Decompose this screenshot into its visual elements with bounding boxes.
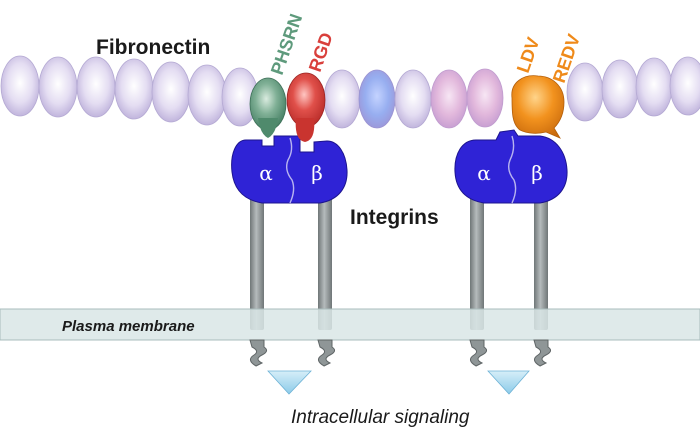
signal-arrow-left <box>267 370 312 395</box>
alpha-label-left: α <box>259 161 273 185</box>
fibronectin-bead-blue <box>358 69 396 129</box>
alpha-stalk-right <box>470 190 484 330</box>
signal-arrow-right <box>487 370 530 395</box>
phsrn-stem <box>258 118 278 138</box>
intracellular-signaling-label: Intracellular signaling <box>291 407 470 428</box>
integrins-label: Integrins <box>350 206 439 229</box>
fibronectin-bead <box>669 56 700 116</box>
fibronectin-bead <box>635 57 673 117</box>
fibronectin-bead <box>38 56 78 118</box>
ldv-label: LDV <box>513 35 544 76</box>
tail-right-alpha <box>469 339 488 367</box>
fibronectin-label: Fibronectin <box>96 36 210 59</box>
fibronectin-chain <box>0 55 700 129</box>
fibronectin-bead <box>0 55 40 117</box>
alpha-label-right: α <box>477 161 491 185</box>
tail-right-beta <box>533 339 552 367</box>
rgd-label: RGD <box>305 30 337 74</box>
integrin-right-headpiece <box>454 129 568 204</box>
fibronectin-bead <box>187 64 227 126</box>
fibronectin-bead <box>76 56 116 118</box>
integrin-left-stalks <box>250 190 332 330</box>
fibronectin-bead <box>323 69 361 129</box>
integrin-left-divide <box>285 137 295 204</box>
ldv-redv-domain <box>511 75 565 139</box>
plasma-membrane <box>0 308 700 341</box>
integrin-right-stalks <box>470 190 548 330</box>
integrin-left-head: α β <box>231 135 348 204</box>
rgd-domain <box>286 72 326 142</box>
tail-left-alpha <box>249 339 268 367</box>
beta-label-left: β <box>311 161 323 185</box>
integrin-right-head: α β <box>454 129 568 204</box>
fibronectin-bead <box>114 58 154 120</box>
cytoplasmic-tails <box>249 339 552 367</box>
alpha-stalk-left <box>250 190 264 330</box>
fibronectin-bead <box>394 69 432 129</box>
fibronectin-bead-pink <box>430 69 468 129</box>
plasma-membrane-label: Plasma membrane <box>62 318 195 335</box>
integrin-left-headpiece <box>231 135 348 204</box>
fibronectin-bead <box>601 59 639 119</box>
fibronectin-bead-pink <box>466 68 504 128</box>
fibronectin-bead <box>151 61 191 123</box>
beta-stalk-left <box>318 190 332 330</box>
tail-left-beta <box>317 339 336 367</box>
phsrn-domain <box>249 77 287 138</box>
beta-label-right: β <box>531 161 543 185</box>
ldv-redv-blob <box>511 75 565 139</box>
integrin-right-divide <box>507 135 517 204</box>
phsrn-label: PHSRN <box>267 11 306 77</box>
rgd-stem <box>295 118 315 142</box>
beta-stalk-right <box>534 190 548 330</box>
